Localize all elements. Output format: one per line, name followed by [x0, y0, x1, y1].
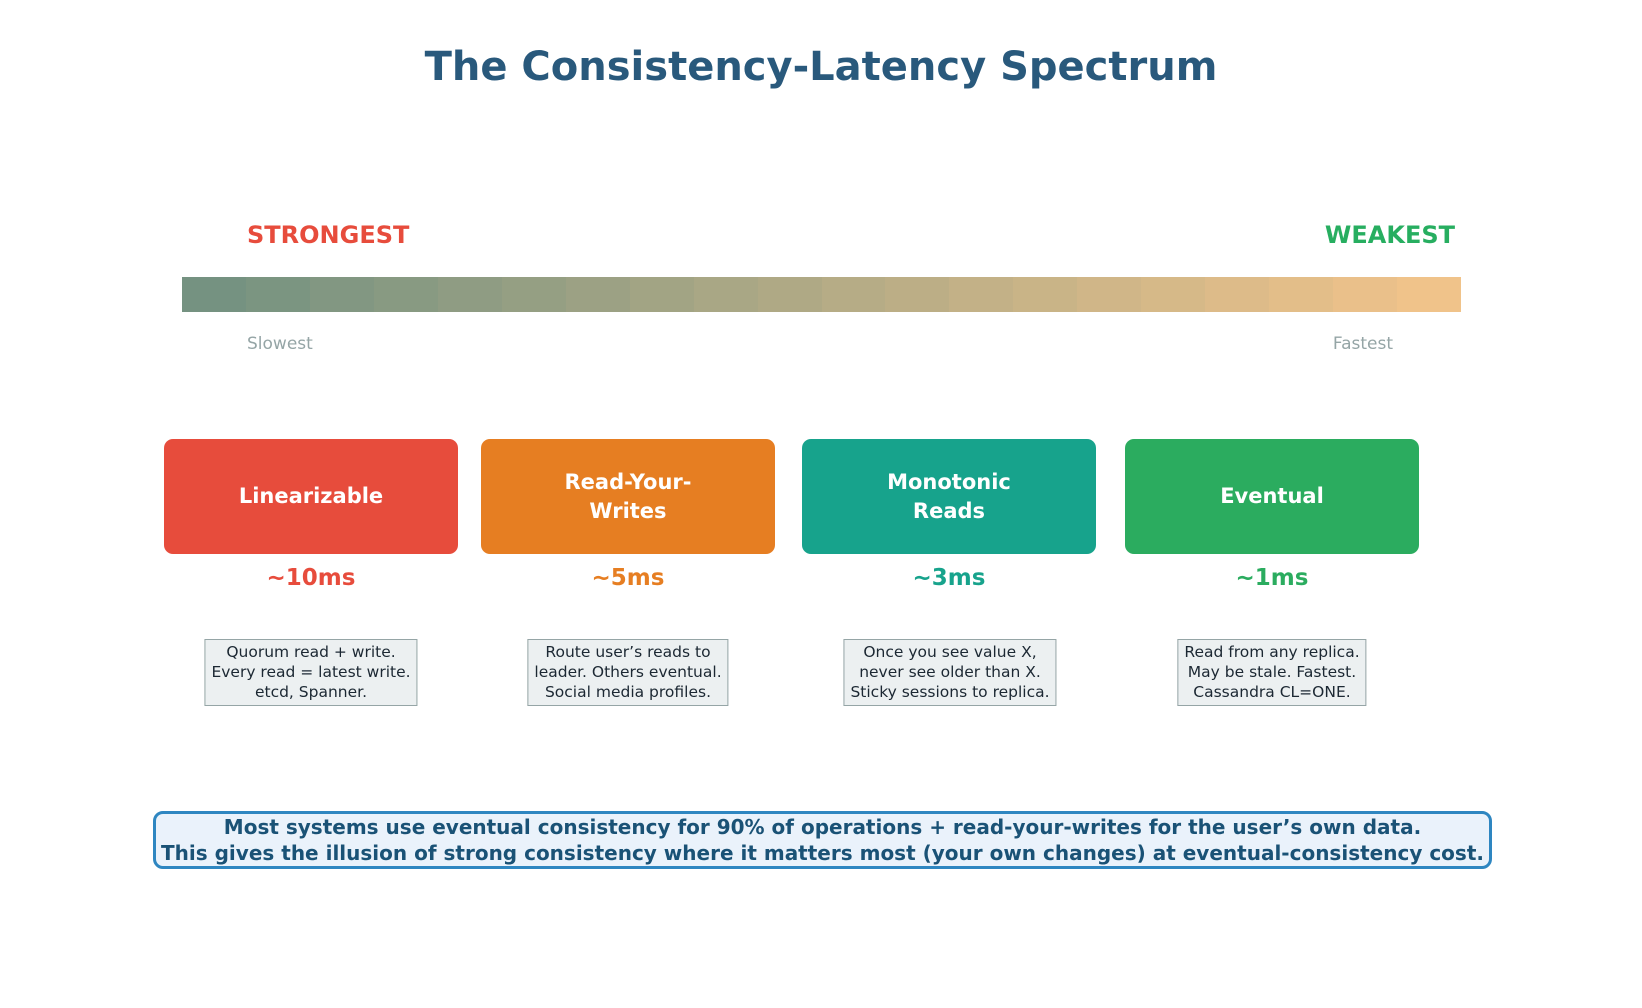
spectrum-segment [821, 277, 886, 312]
spectrum-segment [1141, 277, 1206, 312]
spectrum-segment [1205, 277, 1270, 312]
description-box-read-your-writes: Route user’s reads to leader. Others eve… [527, 639, 729, 707]
spectrum-segment [885, 277, 950, 312]
latency-label-read-your-writes: ~5ms [591, 565, 665, 591]
spectrum-segment [373, 277, 438, 312]
spectrum-segment [565, 277, 630, 312]
description-box-linearizable: Quorum read + write. Every read = latest… [204, 639, 418, 707]
spectrum-segment [693, 277, 758, 312]
fastest-label: Fastest [1332, 334, 1393, 354]
level-box-linearizable: Linearizable [164, 439, 458, 554]
spectrum-gradient-bar [182, 277, 1462, 312]
spectrum-segment [309, 277, 374, 312]
summary-callout-line2: This gives the illusion of strong consis… [161, 841, 1484, 865]
weakest-label: WEAKEST [1324, 221, 1455, 249]
summary-callout: Most systems use eventual consistency fo… [153, 811, 1492, 869]
spectrum-segment [501, 277, 566, 312]
spectrum-segment [1077, 277, 1142, 312]
level-box-monotonic-reads: Monotonic Reads [802, 439, 1096, 554]
latency-label-eventual: ~1ms [1235, 565, 1309, 591]
spectrum-segment [1013, 277, 1078, 312]
spectrum-segment [629, 277, 694, 312]
spectrum-segment [1397, 277, 1462, 312]
spectrum-segment [1333, 277, 1398, 312]
summary-callout-line1: Most systems use eventual consistency fo… [223, 815, 1422, 839]
spectrum-segment [949, 277, 1014, 312]
spectrum-segment [1269, 277, 1334, 312]
level-box-read-your-writes: Read-Your- Writes [481, 439, 775, 554]
spectrum-segment [245, 277, 310, 312]
spectrum-segment [182, 277, 246, 312]
latency-label-linearizable: ~10ms [266, 565, 356, 591]
latency-label-monotonic-reads: ~3ms [912, 565, 986, 591]
spectrum-segment [437, 277, 502, 312]
level-box-eventual: Eventual [1125, 439, 1419, 554]
slowest-label: Slowest [247, 334, 313, 354]
strongest-label: STRONGEST [247, 221, 410, 249]
description-box-eventual: Read from any replica. May be stale. Fas… [1177, 639, 1367, 707]
spectrum-segment [757, 277, 822, 312]
description-box-monotonic-reads: Once you see value X, never see older th… [843, 639, 1057, 707]
page-title: The Consistency-Latency Spectrum [424, 44, 1218, 90]
